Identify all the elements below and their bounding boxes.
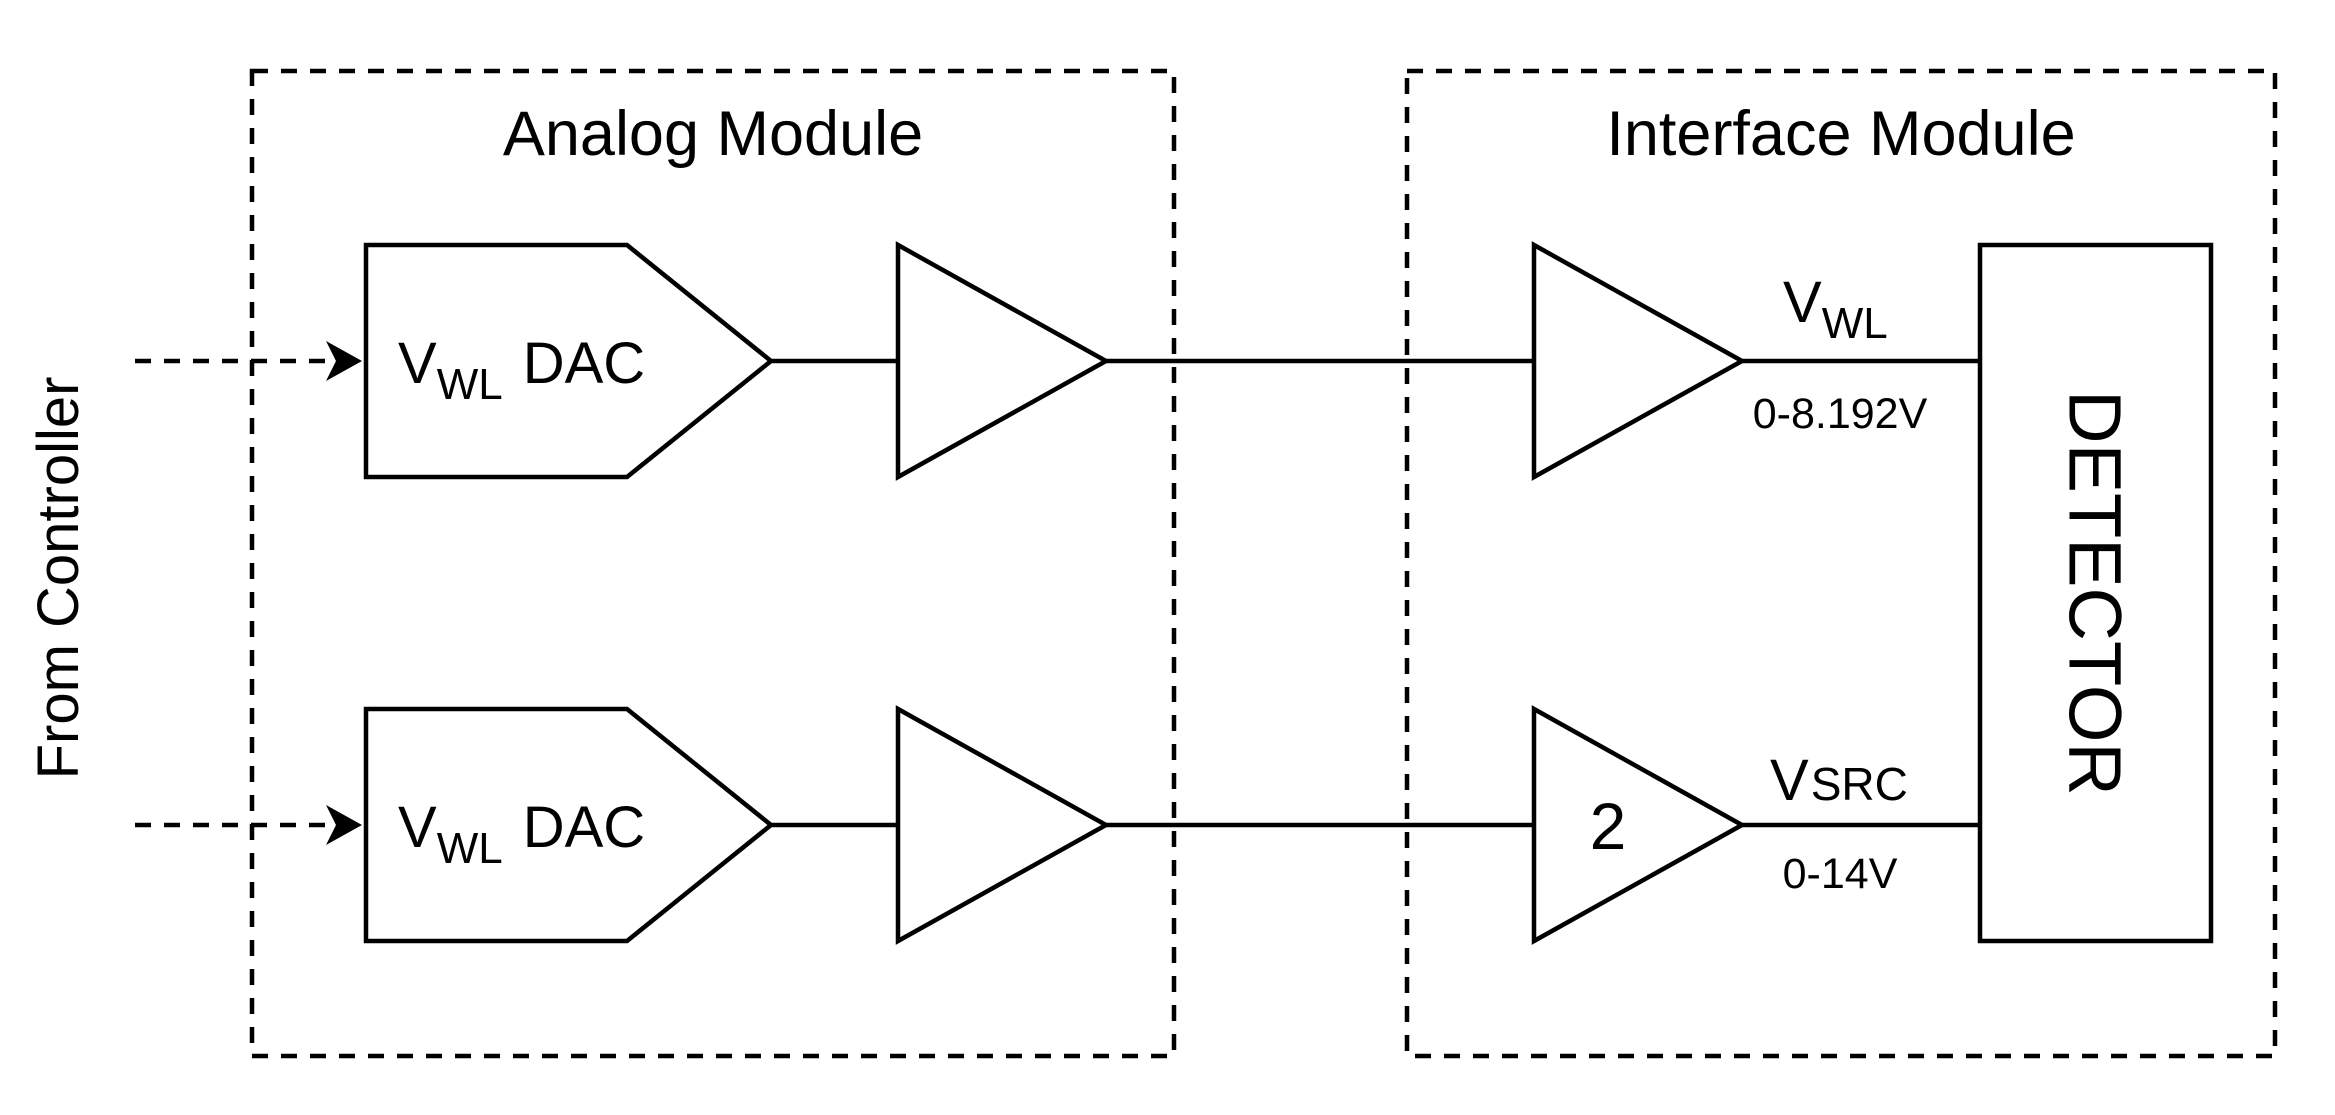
output-range-label-2: 0-14V — [1783, 850, 1898, 898]
interface-module-title: Interface Module — [1606, 99, 2075, 169]
analog-module-boundary — [249, 68, 1177, 1059]
dac-block-1 — [363, 242, 775, 480]
from-controller-label: From Controller — [26, 377, 91, 780]
analog-module-title: Analog Module — [503, 99, 923, 169]
buffer-amplifier-1 — [895, 241, 1111, 481]
buffer-amplifier-2 — [895, 705, 1111, 945]
detector-label: DETECTOR — [2054, 390, 2137, 796]
interface-module-boundary — [1404, 68, 2278, 1059]
output-signal-label-1: VWL — [1783, 270, 1888, 348]
dac-block-2 — [363, 706, 775, 944]
output-signal-label-2: VSRC — [1770, 748, 1908, 813]
output-range-label-1: 0-8.192V — [1753, 390, 1928, 438]
amplifier-gain-label-2: 2 — [1590, 789, 1627, 863]
detector-block — [1977, 242, 2214, 944]
interface-amplifier-1 — [1531, 241, 1747, 481]
interface-amplifier-2 — [1531, 705, 1747, 945]
